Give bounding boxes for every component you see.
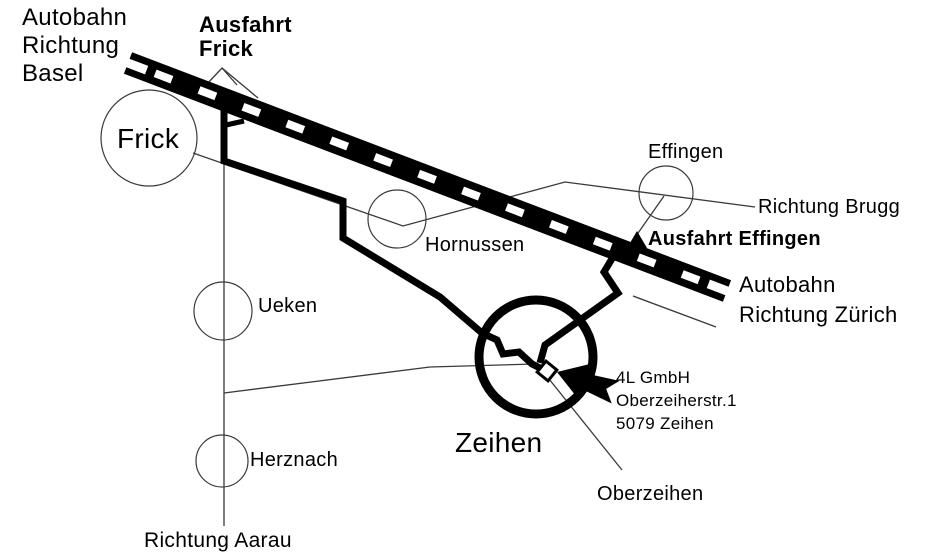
road-oberzeihen	[544, 373, 623, 471]
exit-marker-effingen	[627, 231, 647, 248]
label-line: Frick	[199, 36, 254, 61]
town-circle-ueken	[193, 281, 253, 341]
ramp-line-effingen	[635, 195, 665, 237]
town-circle-effingen	[638, 165, 694, 221]
label-town-herznach: Herznach	[250, 449, 338, 471]
side-line-exit-effingen	[632, 295, 717, 328]
label-richtung-brugg: Richtung Brugg	[758, 196, 901, 218]
label-autobahn-richtung-zuerich: Autobahn Richtung Zürich	[739, 270, 898, 330]
access-road-effingen-zeihen	[536, 255, 623, 364]
label-line: Ausfahrt	[199, 12, 292, 37]
autobahn-fork-zurich	[706, 279, 735, 298]
label-ausfahrt-effingen: Ausfahrt Effingen	[648, 228, 821, 250]
label-line: Autobahn	[22, 4, 128, 31]
town-circle-frick	[100, 89, 198, 187]
label-company-address: 4L GmbH Oberzeiherstr.1 5079 Zeihen	[616, 366, 737, 435]
town-circle-hornussen	[367, 189, 427, 249]
label-line: Basel	[22, 60, 84, 87]
access-road-frick-zeihen	[220, 98, 544, 373]
autobahn-fork-basel	[120, 56, 149, 75]
access-road-stub-frick	[225, 118, 245, 128]
company-name: 4L GmbH	[616, 368, 691, 387]
destination-marker	[535, 359, 559, 383]
label-richtung-aarau: Richtung Aarau	[144, 529, 292, 552]
label-oberzeihen: Oberzeihen	[597, 483, 704, 505]
label-town-effingen: Effingen	[648, 141, 724, 163]
label-town-frick: Frick	[117, 123, 180, 154]
label-line: Autobahn	[739, 272, 836, 297]
autobahn-lane-dashes	[126, 59, 729, 295]
company-city: 5079 Zeihen	[616, 414, 714, 433]
ramp-line-frick	[221, 67, 259, 99]
town-circle-herznach	[195, 434, 249, 488]
destination-arrow-icon	[557, 364, 620, 404]
label-town-ueken: Ueken	[258, 295, 318, 317]
label-autobahn-richtung-basel: Autobahn Richtung Basel	[22, 4, 127, 88]
road-branch-zeihen	[223, 363, 535, 394]
zeihen-ring	[474, 295, 598, 419]
company-street: Oberzeiherstr.1	[616, 391, 737, 410]
label-town-zeihen: Zeihen	[455, 427, 543, 458]
main-road-frick-brugg	[192, 152, 756, 227]
label-line: Richtung	[22, 32, 120, 59]
label-ausfahrt-frick: Ausfahrt Frick	[199, 13, 292, 61]
label-town-hornussen: Hornussen	[425, 234, 525, 256]
label-line: Richtung Zürich	[739, 302, 898, 327]
